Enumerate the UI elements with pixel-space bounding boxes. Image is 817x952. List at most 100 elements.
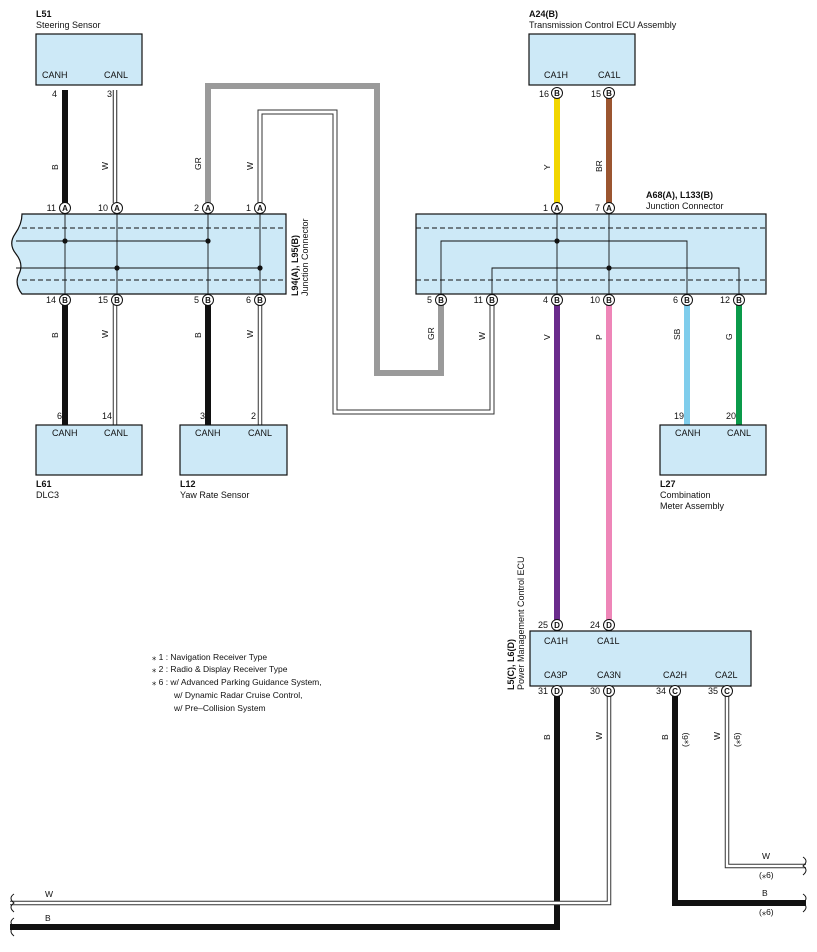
pin-number: 31 <box>538 686 548 696</box>
pin-number: 25 <box>538 620 548 630</box>
wire-color-label: SB <box>672 328 682 340</box>
connector-letter: B <box>438 296 444 305</box>
connector-marker <box>603 619 615 631</box>
wire-labels: B W GR W B W B W Y BR GR W V P SB G B W … <box>45 157 774 923</box>
splice-point <box>114 265 120 271</box>
component-name: Steering Sensor <box>36 20 101 30</box>
footnote: w/ Dynamic Radar Cruise Control, <box>173 690 302 700</box>
wire-color-label: W <box>100 162 110 170</box>
wire-color-label: P <box>594 334 604 340</box>
pin-number: 3 <box>107 89 112 99</box>
pin-number: 5 <box>194 295 199 305</box>
connector-letter: A <box>554 204 560 213</box>
wire-color-label: B <box>660 734 670 740</box>
connector-marker <box>721 685 733 697</box>
connector-letter: D <box>606 621 612 630</box>
wire-color-label: W <box>762 851 770 861</box>
break-mark-left-1 <box>10 893 15 913</box>
connector-letter: B <box>554 296 560 305</box>
pin-number: 3 <box>200 411 205 421</box>
terminal-label: CANH <box>42 70 68 80</box>
connector-letter: B <box>257 296 263 305</box>
connector-letter: C <box>672 687 678 696</box>
wire-color-label: W <box>45 889 53 899</box>
junction-box <box>415 213 767 295</box>
connector-letter: B <box>606 89 612 98</box>
connector-letter: B <box>62 296 68 305</box>
pin-number: 30 <box>590 686 600 696</box>
wire-color-label: W <box>245 330 255 338</box>
component-transmission-ecu: A24(B) Transmission Control ECU Assembly… <box>528 9 677 99</box>
pin-number: 20 <box>726 411 736 421</box>
component-box <box>179 424 288 476</box>
connector-letter: A <box>257 204 263 213</box>
pin-number: 19 <box>674 411 684 421</box>
junction-code: A68(A), L133(B) <box>646 190 713 200</box>
break-mark-left-2 <box>10 917 15 937</box>
pin-number: 15 <box>591 89 601 99</box>
connector-marker <box>603 87 615 99</box>
splice-point <box>554 238 560 244</box>
pin-number: 11 <box>474 295 483 305</box>
component-name: Transmission Control ECU Assembly <box>529 20 677 30</box>
pin-number: 14 <box>46 295 56 305</box>
splice-point <box>62 238 68 244</box>
component-steering-sensor: L51 Steering Sensor CANH CANL 4 3 <box>35 9 143 99</box>
wire-color-label: B <box>45 913 51 923</box>
junction-box <box>11 213 287 295</box>
component-power-management-ecu: L5(C), L6(D) Power Management Control EC… <box>506 556 752 697</box>
pin-number: 2 <box>194 203 199 213</box>
wire-note-label: (⁎6) <box>759 870 774 880</box>
component-box <box>528 33 636 86</box>
connector-marker <box>669 685 681 697</box>
pin-number: 1 <box>543 203 548 213</box>
terminal-label: CANL <box>727 428 751 438</box>
terminal-label: CANH <box>675 428 701 438</box>
footnote: w/ Pre–Collision System <box>173 703 266 713</box>
junction-connector-right: A68(A), L133(B) Junction Connector A A 1… <box>415 190 767 306</box>
component-dlc3: 6 14 CANH CANL L61 DLC3 <box>35 411 143 500</box>
wire-color-label: W <box>245 162 255 170</box>
connector-letter: D <box>606 687 612 696</box>
wire-color-label: G <box>724 333 734 340</box>
wire-note-label: (⁎6) <box>680 732 690 747</box>
wire-color-label: B <box>50 332 60 338</box>
terminal-label: CA2H <box>663 670 687 680</box>
connector-letter: A <box>114 204 120 213</box>
pin-number: 24 <box>590 620 600 630</box>
component-code: L12 <box>180 479 196 489</box>
terminal-label: CANL <box>104 70 128 80</box>
footnote: ⁎ 2 : Radio & Display Receiver Type <box>152 664 288 674</box>
terminal-label: CA1L <box>598 70 621 80</box>
connector-letter: D <box>554 621 560 630</box>
wire-color-label: Y <box>542 164 552 170</box>
component-box <box>35 33 143 86</box>
connector-marker <box>603 685 615 697</box>
connector-letter: A <box>62 204 68 213</box>
pin-number: 14 <box>102 411 112 421</box>
pin-number: 11 <box>47 203 56 213</box>
junction-code: L94(A), L95(B) <box>290 235 300 296</box>
connector-marker <box>551 87 563 99</box>
component-name: Power Management Control ECU <box>516 556 526 690</box>
wire-pm-b2 <box>672 696 806 906</box>
wire-color-label: BR <box>594 160 604 172</box>
terminal-label: CANL <box>104 428 128 438</box>
connector-letter: B <box>205 296 211 305</box>
connector-letter: B <box>114 296 120 305</box>
wire-color-label: B <box>762 888 768 898</box>
component-name: DLC3 <box>36 490 59 500</box>
pin-number: 4 <box>543 295 548 305</box>
terminal-label: CANL <box>248 428 272 438</box>
terminal-label: CA3P <box>544 670 568 680</box>
splice-point <box>606 265 612 271</box>
component-name: Meter Assembly <box>660 501 725 511</box>
pin-number: 7 <box>595 203 600 213</box>
pin-number: 6 <box>246 295 251 305</box>
terminal-label: CANH <box>52 428 78 438</box>
component-box <box>35 424 143 476</box>
wire-color-label: B <box>542 734 552 740</box>
pin-number: 34 <box>656 686 666 696</box>
wire-color-label: GR <box>193 157 203 170</box>
